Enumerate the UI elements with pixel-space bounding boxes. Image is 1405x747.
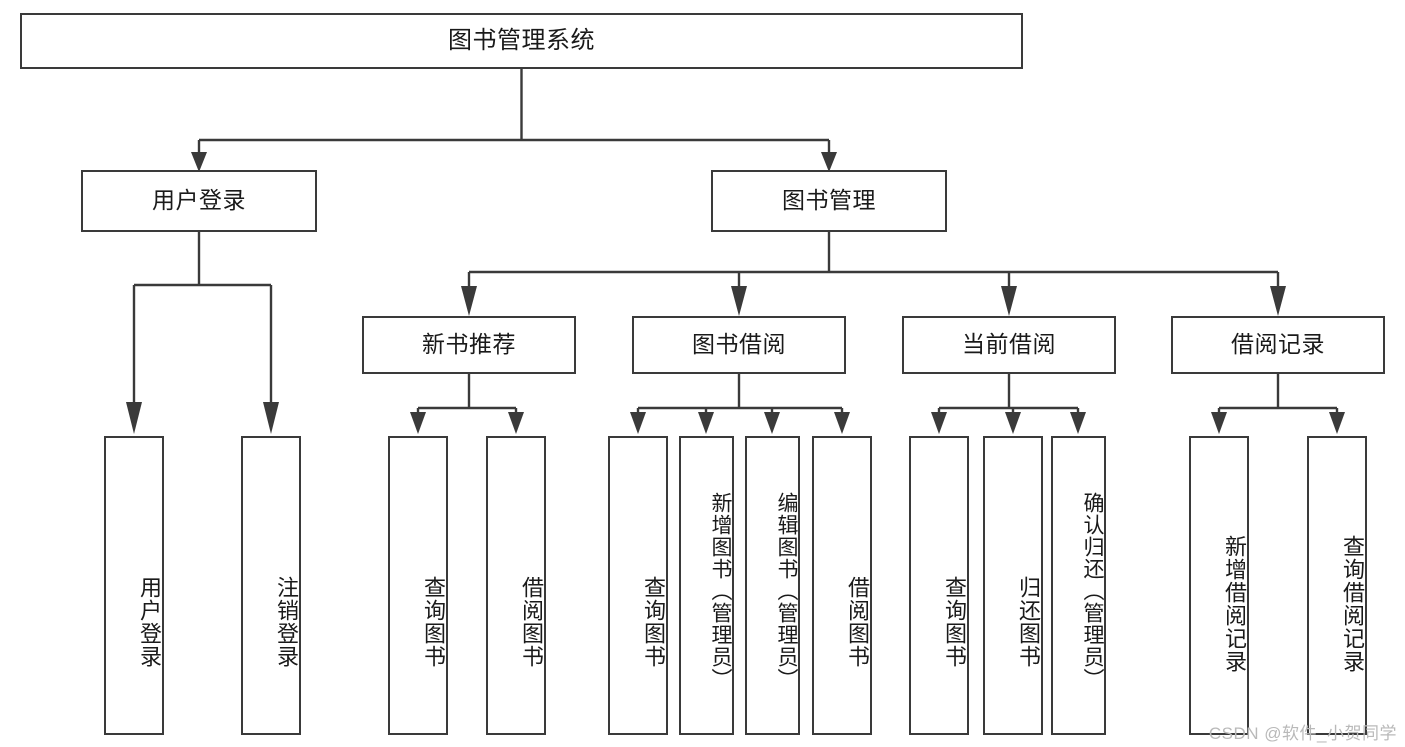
node-new-book-rec[interactable]: 新书推荐: [362, 316, 576, 374]
node-root-system[interactable]: 图书管理系统: [20, 13, 1023, 69]
node-label: 当前借阅: [962, 331, 1056, 358]
leaf-query-book-borrow[interactable]: 查询图书: [608, 436, 668, 735]
node-label: 查询图书: [942, 575, 967, 668]
leaf-add-book-admin[interactable]: 新增图书（管理员）: [679, 436, 734, 735]
node-label: 编辑图书（管理员）: [775, 491, 798, 690]
leaf-borrow-book-borrow[interactable]: 借阅图书: [812, 436, 872, 735]
leaf-return-book[interactable]: 归还图书: [983, 436, 1043, 735]
node-label: 归还图书: [1016, 575, 1041, 668]
node-book-manage[interactable]: 图书管理: [711, 170, 947, 232]
node-label: 图书借阅: [692, 331, 786, 358]
csdn-watermark: CSDN @软件_小贺同学: [1208, 724, 1397, 743]
node-label: 新增借阅记录: [1222, 534, 1247, 673]
leaf-edit-book-admin[interactable]: 编辑图书（管理员）: [745, 436, 800, 735]
node-borrow-record[interactable]: 借阅记录: [1171, 316, 1385, 374]
node-label: 注销登录: [274, 575, 299, 668]
node-label: 借阅图书: [519, 575, 544, 668]
leaf-query-book-newrec[interactable]: 查询图书: [388, 436, 448, 735]
node-current-borrow[interactable]: 当前借阅: [902, 316, 1116, 374]
leaf-user-login[interactable]: 用户登录: [104, 436, 164, 735]
leaf-query-book-current[interactable]: 查询图书: [909, 436, 969, 735]
node-label: 图书管理: [782, 187, 876, 214]
node-label: 借阅图书: [845, 575, 870, 668]
node-label: 新增图书（管理员）: [709, 491, 732, 690]
leaf-query-borrow-record[interactable]: 查询借阅记录: [1307, 436, 1367, 735]
node-label: 借阅记录: [1231, 331, 1325, 358]
node-label: 查询借阅记录: [1340, 534, 1365, 673]
node-label: 图书管理系统: [448, 26, 595, 54]
node-label: 确认归还（管理员）: [1081, 491, 1104, 690]
node-book-borrow[interactable]: 图书借阅: [632, 316, 846, 374]
leaf-borrow-book-newrec[interactable]: 借阅图书: [486, 436, 546, 735]
node-label: 用户登录: [152, 187, 246, 214]
node-label: 用户登录: [137, 575, 162, 668]
leaf-add-borrow-record[interactable]: 新增借阅记录: [1189, 436, 1249, 735]
node-user-login[interactable]: 用户登录: [81, 170, 317, 232]
node-label: 查询图书: [421, 575, 446, 668]
leaf-logout-login[interactable]: 注销登录: [241, 436, 301, 735]
node-label: 新书推荐: [422, 331, 516, 358]
node-label: 查询图书: [641, 575, 666, 668]
leaf-confirm-return-admin[interactable]: 确认归还（管理员）: [1051, 436, 1106, 735]
